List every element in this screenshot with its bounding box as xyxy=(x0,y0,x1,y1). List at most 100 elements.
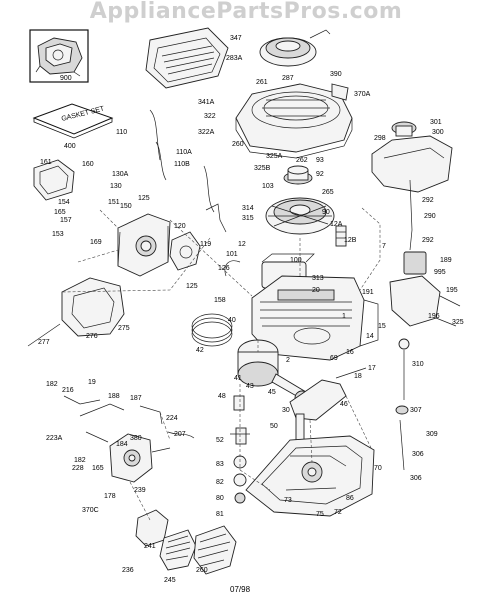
assembly-guides xyxy=(61,207,381,521)
label-309: 309 xyxy=(426,431,438,438)
label-110A: 110A xyxy=(176,149,192,156)
label-153: 153 xyxy=(52,231,64,238)
label-325: 325 xyxy=(452,319,464,326)
label-50: 50 xyxy=(270,423,278,430)
label-7: 7 xyxy=(382,243,386,250)
label-995: 995 xyxy=(434,269,446,276)
label-223A: 223A xyxy=(46,435,63,442)
label-12A: 12A xyxy=(330,221,343,228)
label-298: 298 xyxy=(374,135,386,142)
label-322A: 322A xyxy=(198,129,215,136)
cylinder-block xyxy=(251,275,379,361)
label-72: 72 xyxy=(334,509,342,516)
label-80: 80 xyxy=(216,495,224,502)
label-290: 290 xyxy=(424,213,436,220)
label-18: 18 xyxy=(354,373,362,380)
label-73: 73 xyxy=(284,497,292,504)
label-154: 154 xyxy=(58,199,70,206)
label-292-b: 292 xyxy=(422,237,434,244)
flywheel xyxy=(265,197,335,235)
label-224: 224 xyxy=(166,415,178,422)
label-161: 161 xyxy=(40,159,52,166)
label-306-b: 306 xyxy=(410,475,422,482)
label-322: 322 xyxy=(204,113,216,120)
label-239: 239 xyxy=(134,487,146,494)
label-341A: 341A xyxy=(198,99,215,106)
label-165-b: 165 xyxy=(92,465,104,472)
label-82: 82 xyxy=(216,479,224,486)
label-261: 261 xyxy=(256,79,268,86)
air-cleaner-cover xyxy=(145,27,229,89)
label-300: 300 xyxy=(432,129,444,136)
label-245: 245 xyxy=(164,577,176,584)
label-277: 277 xyxy=(38,339,50,346)
label-103: 103 xyxy=(262,183,274,190)
label-347: 347 xyxy=(230,35,242,42)
governor-links xyxy=(149,109,227,233)
label-125-b: 125 xyxy=(186,283,198,290)
air-cleaner-cover-bottom xyxy=(193,525,237,575)
label-241: 241 xyxy=(144,543,156,550)
label-160: 160 xyxy=(82,161,94,168)
label-182-b: 182 xyxy=(74,457,86,464)
label-90: 90 xyxy=(322,209,330,216)
label-169: 169 xyxy=(90,239,102,246)
dipstick xyxy=(395,338,410,471)
muffler xyxy=(27,277,125,347)
blower-housing xyxy=(235,83,353,159)
bracket-370A xyxy=(331,83,349,101)
label-189: 189 xyxy=(440,257,452,264)
label-228: 228 xyxy=(72,465,84,472)
label-187: 187 xyxy=(130,395,142,402)
label-325A: 325A xyxy=(266,153,283,160)
recoil-starter xyxy=(259,29,331,67)
label-275: 275 xyxy=(118,325,130,332)
piston-rings xyxy=(191,313,233,347)
label-283A: 283A xyxy=(226,55,243,62)
gasket-set: GASKET SET xyxy=(32,103,114,139)
label-41: 41 xyxy=(234,375,242,382)
control-bracket xyxy=(389,251,461,327)
label-165: 165 xyxy=(54,209,66,216)
fuel-tank xyxy=(371,121,453,251)
label-307: 307 xyxy=(410,407,422,414)
label-16: 16 xyxy=(346,349,354,356)
label-188: 188 xyxy=(108,393,120,400)
label-40: 40 xyxy=(228,317,236,324)
filter-element xyxy=(159,529,197,571)
label-46: 46 xyxy=(340,401,348,408)
label-110: 110 xyxy=(116,129,127,136)
label-20: 20 xyxy=(312,287,320,294)
label-1: 1 xyxy=(342,313,346,320)
label-265: 265 xyxy=(322,189,334,196)
camshaft-gear xyxy=(230,395,250,445)
label-130A: 130A xyxy=(112,171,129,178)
label-216: 216 xyxy=(62,387,74,394)
label-81: 81 xyxy=(216,511,224,518)
label-196: 196 xyxy=(428,313,440,320)
label-75: 75 xyxy=(316,511,324,518)
label-101: 101 xyxy=(226,251,238,258)
label-17: 17 xyxy=(368,365,376,372)
label-207: 207 xyxy=(174,431,186,438)
label-30: 30 xyxy=(282,407,290,414)
label-92: 92 xyxy=(316,171,324,178)
label-313: 313 xyxy=(312,275,324,282)
label-191: 191 xyxy=(362,289,374,296)
label-262: 262 xyxy=(296,157,308,164)
diagram-code: 07/98 xyxy=(230,585,251,594)
label-301: 301 xyxy=(430,119,442,126)
label-184: 184 xyxy=(116,441,128,448)
carburetor-gasket xyxy=(169,231,201,271)
label-310: 310 xyxy=(412,361,424,368)
label-125: 125 xyxy=(138,195,150,202)
label-48: 48 xyxy=(218,393,226,400)
label-260-b: 260 xyxy=(196,567,208,574)
label-380: 380 xyxy=(130,435,142,442)
label-314: 314 xyxy=(242,205,254,212)
label-370A: 370A xyxy=(354,91,371,98)
label-83: 83 xyxy=(216,461,224,468)
label-900: 900 xyxy=(60,75,72,82)
label-150: 150 xyxy=(120,203,132,210)
label-12B: 12B xyxy=(344,237,357,244)
